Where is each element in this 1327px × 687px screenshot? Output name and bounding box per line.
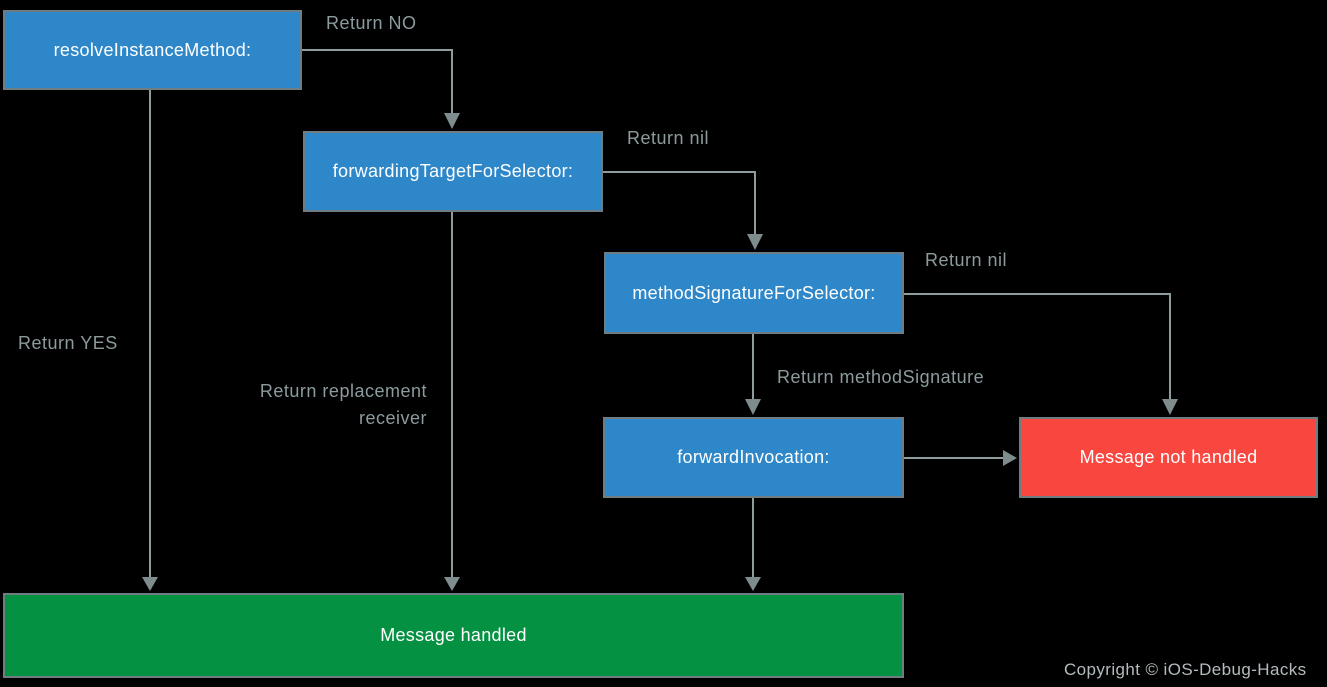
node-message-not-handled: Message not handled xyxy=(1019,417,1318,498)
node-forwarding-target-for-selector: forwardingTargetForSelector: xyxy=(303,131,603,212)
node-method-signature-for-selector: methodSignatureForSelector: xyxy=(604,252,904,334)
edge-return-method-signature-arrow xyxy=(745,334,761,415)
edge-forward-invocation-to-handled-arrow xyxy=(745,498,761,591)
edge-label-return-nil-method-signature: Return nil xyxy=(925,250,1008,270)
edge-label-return-no: Return NO xyxy=(326,13,417,33)
node-message-handled: Message handled xyxy=(3,593,904,678)
edge-return-nil-to-method-signature-arrow xyxy=(603,171,763,250)
edge-return-nil-to-not-handled-arrow xyxy=(904,293,1178,415)
edge-label-return-replacement-receiver: Return replacement receiver xyxy=(259,381,427,428)
edge-return-yes-arrow xyxy=(142,90,158,591)
node-resolve-instance-method: resolveInstanceMethod: xyxy=(3,10,302,90)
edge-return-no-arrow xyxy=(302,49,460,129)
node-forward-invocation: forwardInvocation: xyxy=(603,417,904,498)
copyright-text: Copyright © iOS-Debug-Hacks xyxy=(1064,660,1307,679)
edge-label-return-method-signature: Return methodSignature xyxy=(777,367,985,387)
edge-forward-invocation-to-not-handled-arrow xyxy=(904,450,1017,466)
edge-label-return-nil-forwarding-target: Return nil xyxy=(627,128,710,148)
edge-return-replacement-receiver-arrow xyxy=(444,212,460,591)
edge-label-return-yes: Return YES xyxy=(18,333,118,353)
